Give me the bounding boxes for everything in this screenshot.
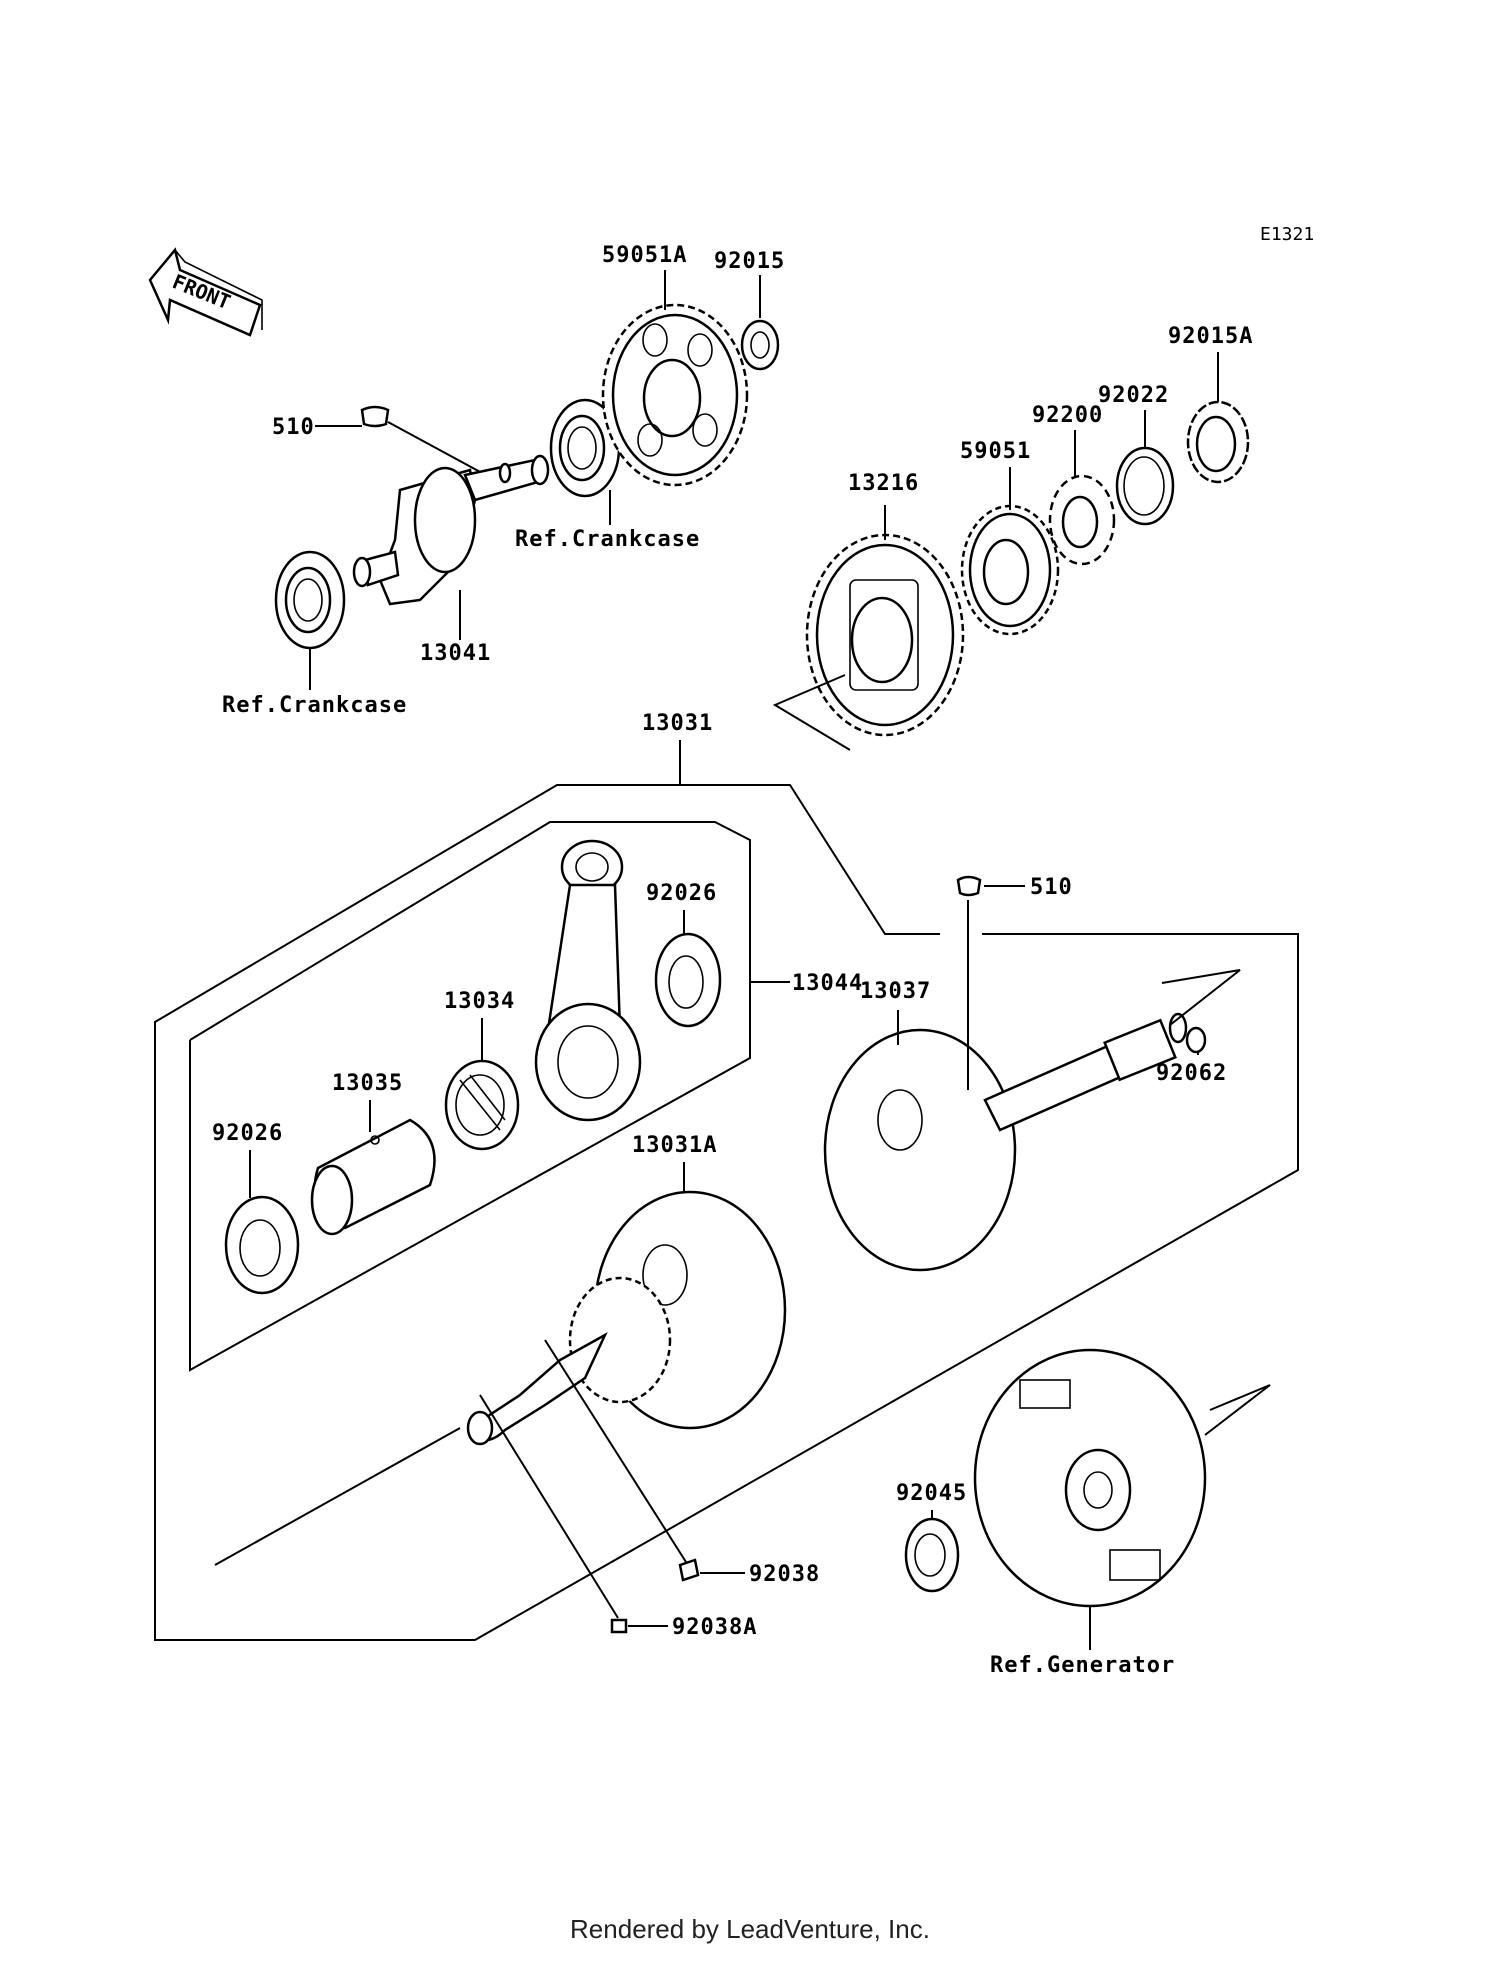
label-92022: 92022 [1098, 383, 1169, 408]
label-92062: 92062 [1156, 1061, 1227, 1086]
label-59051A: 59051A [602, 243, 687, 268]
crank-half-13031A [466, 1190, 787, 1446]
label-92038: 92038 [749, 1562, 820, 1587]
gear-13216 [805, 533, 965, 737]
label-ref-crankcase-1: Ref.Crankcase [515, 527, 700, 552]
key-92038 [678, 1558, 700, 1582]
woodruff-key-510-right [956, 875, 982, 897]
label-13044: 13044 [792, 971, 863, 996]
label-ref-generator: Ref.Generator [990, 1653, 1175, 1678]
label-13035: 13035 [332, 1071, 403, 1096]
leader-92038-to-shaft [544, 1339, 687, 1563]
nut-92015A [1186, 400, 1250, 484]
crank-pin-13035 [310, 1118, 436, 1236]
washer-92022 [1115, 446, 1175, 526]
leader-92038A-to-shaft [479, 1394, 619, 1619]
washer-92026-top [654, 932, 722, 1028]
outline-13031 [154, 740, 1299, 1641]
generator-rotor [973, 1348, 1207, 1608]
label-92026-left: 92026 [212, 1121, 283, 1146]
label-13216: 13216 [848, 471, 919, 496]
label-92026-top: 92026 [646, 881, 717, 906]
label-13034: 13034 [444, 989, 515, 1014]
label-13031A: 13031A [632, 1133, 717, 1158]
outline-13031-top [680, 784, 940, 935]
front-arrow-icon: FRONT [148, 247, 263, 337]
label-59051: 59051 [960, 439, 1031, 464]
label-92045: 92045 [896, 1481, 967, 1506]
label-92015: 92015 [714, 249, 785, 274]
axis-line-generator [1204, 1384, 1271, 1436]
bearing-left [274, 550, 346, 650]
crank-half-13037 [823, 1012, 1188, 1272]
footer-credit: Rendered by LeadVenture, Inc. [570, 1914, 930, 1944]
leader-13216-axis [772, 674, 851, 751]
outline-13044 [189, 821, 751, 1372]
nut-92015 [740, 319, 780, 371]
balancer-shaft-13041 [352, 454, 550, 606]
diagram-code: E1321 [1260, 224, 1314, 245]
plug-92062 [1185, 1026, 1207, 1054]
bearing-upper [549, 398, 621, 498]
label-13041: 13041 [420, 641, 491, 666]
label-510-right: 510 [1030, 875, 1073, 900]
label-13031: 13031 [642, 711, 713, 736]
needle-bearing-13034 [444, 1059, 520, 1151]
gear-59051A [601, 303, 749, 487]
washer-92026-left [224, 1195, 300, 1295]
connecting-rod [534, 839, 642, 1122]
bearing-92045 [904, 1517, 960, 1593]
label-92200: 92200 [1032, 403, 1103, 428]
label-13037: 13037 [860, 979, 931, 1004]
leader-510-to-shaft [387, 421, 496, 481]
label-92015A: 92015A [1168, 324, 1253, 349]
label-510-top: 510 [272, 415, 315, 440]
woodruff-key-510-top [360, 405, 390, 428]
key-92038A [610, 1618, 628, 1634]
lockwasher-92200 [1048, 474, 1116, 566]
axis-line-right [1161, 969, 1241, 1026]
gear-59051 [960, 504, 1060, 636]
label-92038A: 92038A [672, 1615, 757, 1640]
axis-line-left [214, 1427, 461, 1566]
label-ref-crankcase-2: Ref.Crankcase [222, 693, 407, 718]
